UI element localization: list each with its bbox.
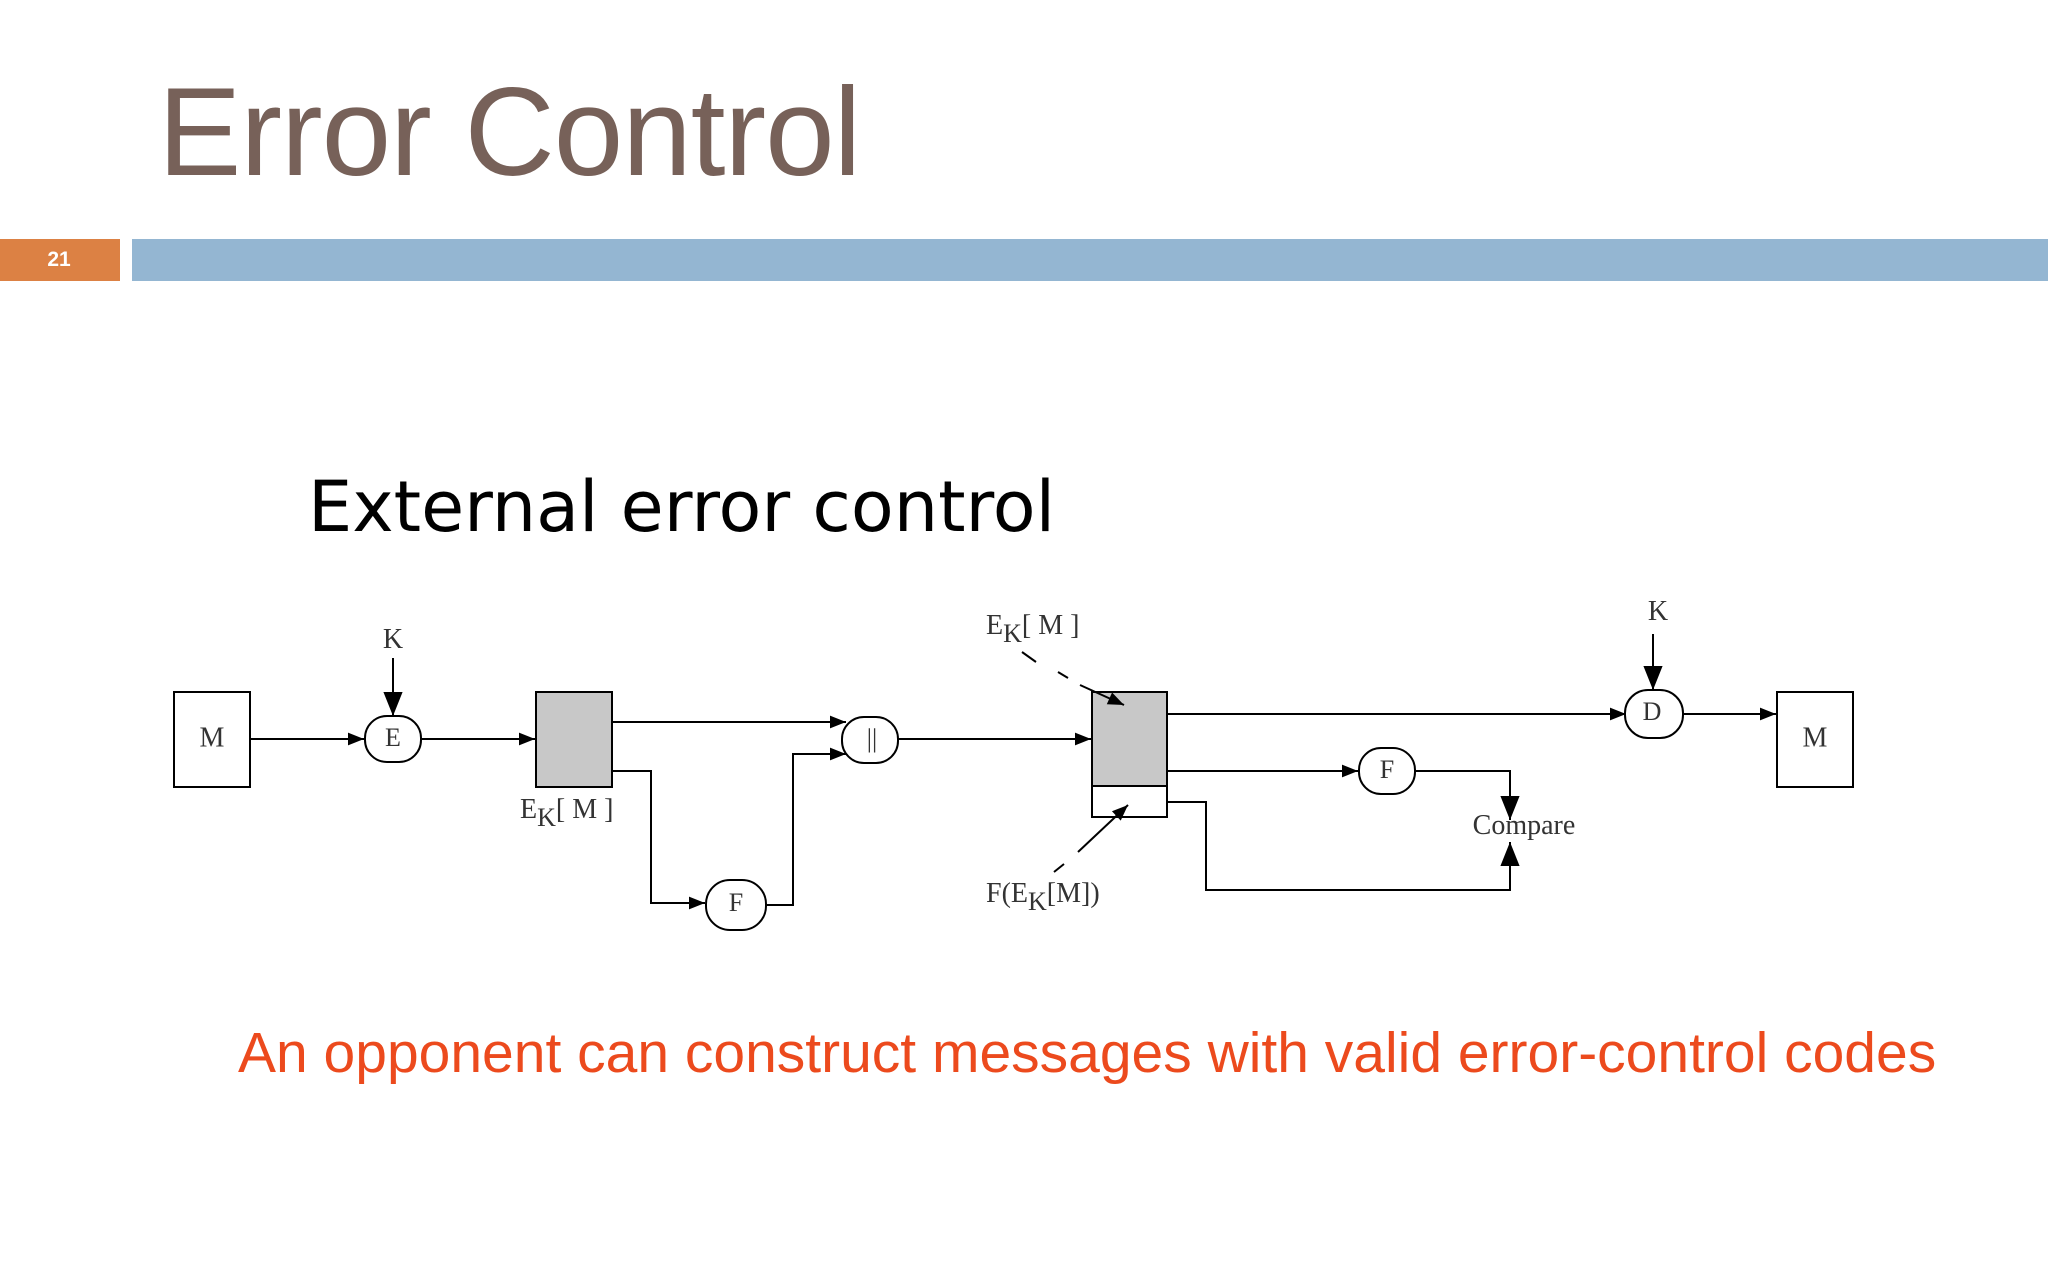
header-bar — [132, 239, 2048, 281]
ciphertext-label: EK[ M ] — [520, 794, 613, 832]
received-ciphertext-label: EK[ M ] — [986, 610, 1079, 648]
source-message-label: M — [200, 722, 225, 753]
decrypt-node: D — [1624, 689, 1684, 739]
function-right-label: F — [1380, 755, 1394, 784]
slide-title: Error Control — [158, 63, 861, 202]
ciphertext-pointer-arrow — [1079, 684, 1125, 706]
concat-node: || — [841, 716, 899, 764]
function-left-label: F — [729, 888, 743, 917]
output-message-label: M — [1803, 722, 1828, 753]
arrow-function-to-compare — [1415, 770, 1520, 820]
slide-subtitle: External error control — [308, 466, 1056, 548]
decrypt-label: D — [1643, 697, 1662, 726]
arrow-function-to-concat — [766, 747, 846, 906]
check-pointer-dash — [1053, 863, 1065, 873]
function-node-left: F — [705, 879, 767, 931]
compare-label: Compare — [1473, 810, 1576, 841]
received-block — [1091, 691, 1168, 818]
arrow-check-to-compare — [1167, 801, 1520, 891]
encrypt-label: E — [385, 723, 401, 752]
concat-label: || — [867, 724, 877, 753]
ciphertext-pointer-dashes — [1021, 651, 1069, 679]
footnote-note: An opponent can construct messages with … — [238, 1021, 1937, 1085]
source-message-box: M — [173, 691, 251, 788]
function-node-right: F — [1358, 747, 1416, 795]
key-left-label: K — [383, 624, 403, 655]
slide-number-badge — [0, 239, 120, 281]
encrypt-node: E — [364, 715, 422, 763]
check-pointer-arrow — [1077, 804, 1129, 853]
arrow-ciphertext-to-function — [612, 770, 705, 910]
slide-number: 21 — [47, 248, 71, 271]
check-code-label: F(EK[M]) — [986, 878, 1100, 916]
key-right-label: K — [1648, 596, 1668, 627]
ciphertext-block — [535, 691, 613, 788]
output-message-box: M — [1776, 691, 1854, 788]
